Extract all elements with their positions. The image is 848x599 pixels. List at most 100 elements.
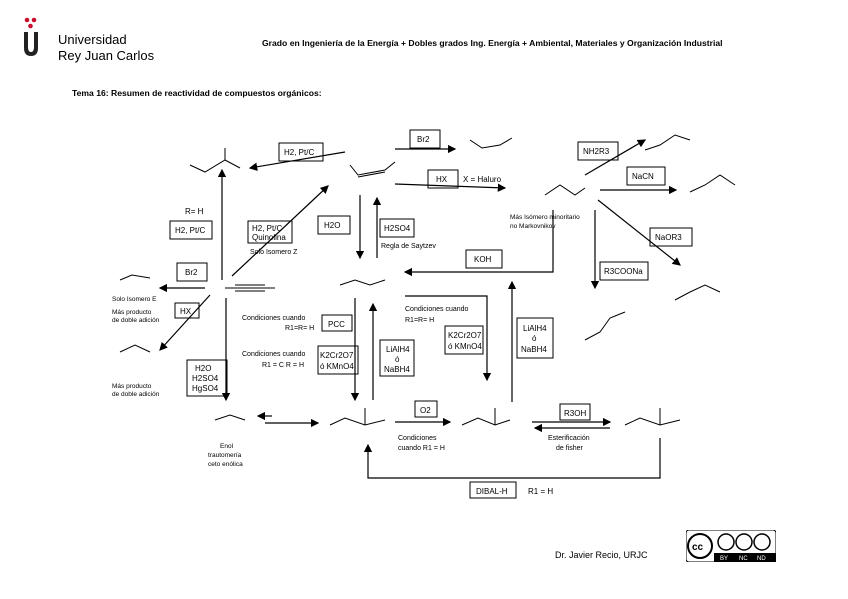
reagent-h2so4: H2SO4 bbox=[384, 224, 411, 233]
urjc-logo bbox=[20, 14, 150, 64]
reagent-box-koh bbox=[465, 249, 503, 269]
reagent-koh: KOH bbox=[474, 255, 492, 264]
note-cond-o2-1: Condiciones bbox=[398, 435, 437, 442]
reagent-box-h2-ptc-left bbox=[169, 220, 213, 240]
molecule-carbonyl bbox=[329, 417, 386, 426]
reagent-hx-left: HX bbox=[180, 307, 192, 316]
reagent-o2: O2 bbox=[420, 406, 431, 415]
arrow-haloalkane-to-alcohol bbox=[403, 210, 554, 277]
note-markovnikov-2: no Markovnikov bbox=[510, 223, 556, 230]
reagent-r3oh: R3OH bbox=[564, 409, 586, 418]
reagent-hx-note: X = Haluro bbox=[463, 175, 502, 184]
molecule-acid bbox=[461, 417, 511, 426]
note-cond-pcc-2: R1=R= H bbox=[285, 325, 314, 332]
cc-license-badge[interactable]: cc BY NC ND bbox=[685, 529, 777, 563]
reagent-box-hx-top bbox=[427, 169, 459, 189]
reagent-br2-top: Br2 bbox=[417, 135, 430, 144]
note-doble-1: Más producto bbox=[112, 309, 152, 316]
reagent-nacn: NaCN bbox=[632, 172, 654, 181]
reagent-box-r3coona bbox=[599, 261, 649, 281]
reagent-k2cr2o7-1: K2Cr2O7 bbox=[320, 351, 354, 360]
reagent-box-lialh4b bbox=[516, 317, 554, 359]
nd-icon: ND bbox=[757, 556, 766, 562]
arrow-haloalkane-to-amine bbox=[584, 139, 647, 176]
note-cond-o2-2: cuando R1 = H bbox=[398, 445, 445, 452]
note-solo-z: Solo Isomero Z bbox=[250, 249, 298, 256]
molecule-dibromide bbox=[469, 137, 513, 149]
note-enol-3: ceto enólica bbox=[208, 461, 243, 468]
reagent-lindlar-1: H2, Pt/C bbox=[252, 224, 282, 233]
page-title: Tema 16: Resumen de reactividad de compu… bbox=[72, 88, 322, 98]
university-name-line1: Universidad bbox=[58, 32, 127, 47]
reagent-lialh4b-1: LiAlH4 bbox=[523, 324, 547, 333]
reagent-box-o2 bbox=[414, 400, 438, 418]
molecule-enol bbox=[214, 414, 246, 421]
molecule-alcohol bbox=[339, 279, 386, 286]
molecule-ether bbox=[674, 284, 721, 301]
reagent-lialh4-2: ó bbox=[395, 355, 400, 364]
molecule-amine bbox=[644, 134, 691, 151]
cc-icon: cc bbox=[692, 542, 704, 553]
note-enol-2: trautomería bbox=[208, 452, 242, 459]
university-name-line2: Rey Juan Carlos bbox=[58, 48, 155, 63]
reagent-hydration-3: HgSO4 bbox=[192, 384, 219, 393]
molecule-haloalkene bbox=[119, 344, 151, 353]
reagent-hydration-2: H2SO4 bbox=[192, 374, 219, 383]
reagent-h2-ptc: H2, Pt/C bbox=[284, 148, 314, 157]
arrow-alcohol-to-acid bbox=[405, 295, 492, 382]
molecule-nitrile bbox=[689, 174, 736, 193]
reagent-lialh4b-2: ó bbox=[532, 334, 537, 343]
nc-icon: NC bbox=[739, 556, 748, 562]
reagent-k2cr2o7-2: ó KMnO4 bbox=[320, 362, 354, 371]
note-ester-1: Esterificación bbox=[548, 435, 590, 442]
note-doble-2: de doble adición bbox=[112, 317, 160, 324]
molecule-alkane bbox=[189, 159, 241, 173]
reagent-box-naor3 bbox=[649, 227, 693, 247]
note-cond-acid: Condiciones cuando bbox=[405, 306, 469, 313]
reagent-box-h2o bbox=[317, 215, 351, 235]
note-saytzev: Regla de Saytzev bbox=[381, 243, 436, 250]
reagent-hx-top: HX bbox=[436, 175, 448, 184]
reagent-naor3: NaOR3 bbox=[655, 233, 682, 242]
reagent-hydration-1: H2O bbox=[195, 364, 211, 373]
reagent-box-br2-top bbox=[409, 129, 441, 149]
arrow-alkene-to-haloalkane bbox=[394, 183, 507, 192]
molecule-ester bbox=[624, 417, 681, 426]
reagent-box-hydration bbox=[186, 359, 228, 397]
reagent-pcc: PCC bbox=[328, 320, 345, 329]
molecule-alkene bbox=[349, 161, 396, 176]
reagent-h2-ptc-left: H2, Pt/C bbox=[175, 226, 205, 235]
reagent-box-hx-left bbox=[174, 302, 200, 319]
reagent-br2-left: Br2 bbox=[185, 268, 198, 277]
arrow-alkene-to-alkane bbox=[248, 151, 346, 171]
reagent-k2cr2o7b-1: K2Cr2O7 bbox=[448, 331, 482, 340]
reagent-lialh4-1: LiAlH4 bbox=[386, 345, 410, 354]
note-cond-kmno4: Condiciones cuando bbox=[242, 351, 306, 358]
note-ester-2: de fisher bbox=[556, 445, 584, 452]
reagent-box-nh2r3 bbox=[577, 141, 619, 161]
reagent-box-k2cr2o7b bbox=[444, 325, 484, 355]
note-doble2-1: Más producto bbox=[112, 383, 152, 390]
author-footer: Dr. Javier Recio, URJC bbox=[555, 550, 648, 560]
molecule-haloalkane bbox=[544, 184, 586, 196]
arrow-ester-to-aldehyde bbox=[363, 438, 661, 479]
molecule-ester-top bbox=[584, 311, 626, 341]
reagent-lialh4b-3: NaBH4 bbox=[521, 345, 547, 354]
arrow-alkyne-to-haloalkene bbox=[159, 294, 211, 351]
note-enol-1: Enol bbox=[220, 443, 234, 450]
reagent-h2o: H2O bbox=[324, 221, 340, 230]
page-header: Grado en Ingeniería de la Energía + Dobl… bbox=[262, 38, 723, 48]
arrow-alkyne-to-alkene bbox=[231, 185, 329, 277]
molecule-dibromoalkene bbox=[119, 274, 151, 281]
reagent-box-lindlar bbox=[247, 220, 293, 244]
reagent-box-br2-left bbox=[176, 262, 208, 282]
reagent-box-nacn bbox=[626, 166, 666, 186]
reagent-box-h2-ptc bbox=[278, 142, 324, 162]
reagent-dibal: DIBAL-H bbox=[476, 487, 508, 496]
reagent-box-r3oh bbox=[559, 403, 591, 421]
note-dibal: R1 = H bbox=[528, 487, 553, 496]
by-icon: BY bbox=[720, 556, 728, 562]
arrow-haloalkane-to-ether bbox=[597, 199, 681, 266]
reagent-r3coona: R3COONa bbox=[604, 267, 643, 276]
